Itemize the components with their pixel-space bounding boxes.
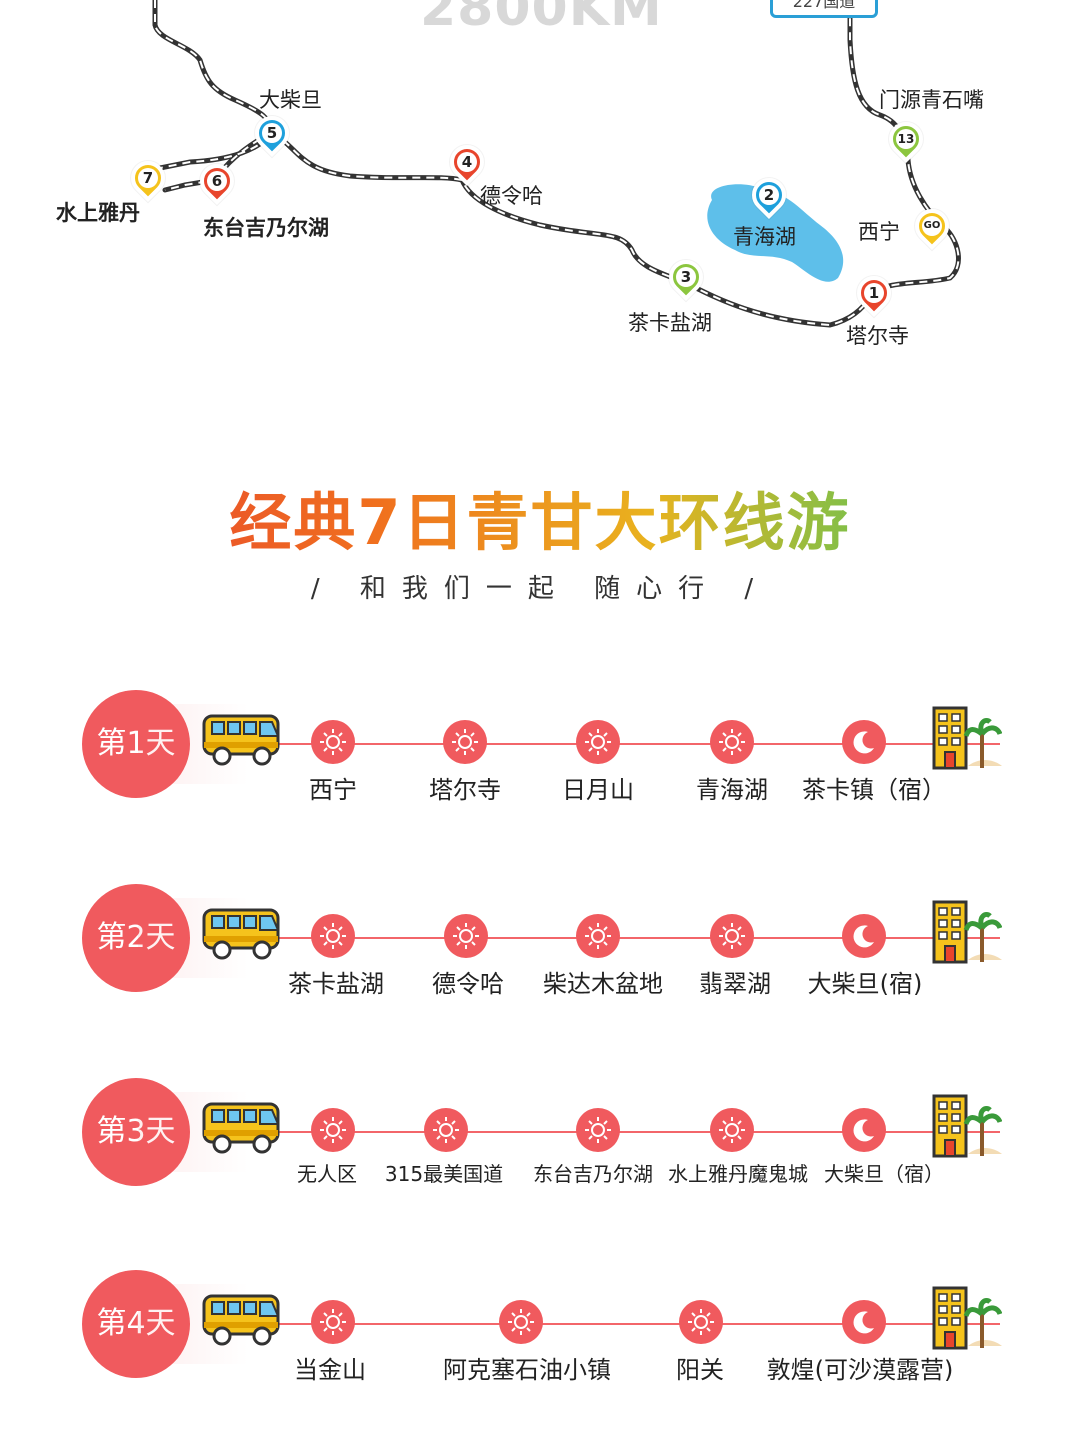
timeline-line [240, 937, 1000, 939]
place-dachaidan: 大柴旦 [259, 88, 322, 112]
stop-label: 大柴旦(宿) [807, 970, 923, 998]
road-badge-label: 227国道 [792, 0, 856, 11]
page-subtitle: / 和我们一起 随心行 / [310, 574, 770, 604]
page-title: 经典7日青甘大环线游 [0, 472, 1080, 562]
sun-icon [710, 720, 754, 764]
sun-icon [576, 720, 620, 764]
stop-label: 青海湖 [696, 776, 768, 804]
stop-label: 水上雅丹魔鬼城 [668, 1162, 808, 1186]
sun-icon [710, 1108, 754, 1152]
stop-label: 日月山 [562, 776, 634, 804]
sun-icon [311, 1300, 355, 1344]
hotel-icon [932, 706, 1002, 770]
bus-icon [202, 908, 280, 960]
stop-label: 西宁 [309, 776, 357, 804]
stop-label: 敦煌(可沙漠露营) [766, 1356, 954, 1384]
day-badge: 第2天 [82, 884, 248, 992]
day-row-1: 第1天 西宁 塔尔寺 日月山 青海湖 茶卡镇（宿） [0, 690, 1080, 830]
place-xining: 西宁 [858, 220, 900, 244]
stop-label: 阿克塞石油小镇 [443, 1356, 611, 1384]
qinghai-lake-shape [707, 184, 844, 282]
moon-icon [842, 914, 886, 958]
stop-label: 无人区 [297, 1162, 357, 1186]
place-taer: 塔尔寺 [846, 324, 909, 348]
day-row-2: 第2天 茶卡盐湖 德令哈 柴达木盆地 翡翠湖 大柴旦(宿) [0, 884, 1080, 1024]
hotel-icon [932, 1286, 1002, 1350]
day-badge: 第1天 [82, 690, 248, 798]
bus-icon [202, 1102, 280, 1154]
map-pin-3-label: 3 [676, 267, 696, 287]
bus-icon [202, 1294, 280, 1346]
map-pin-13-label: 13 [896, 129, 916, 149]
distance-label: 2800KM [420, 0, 663, 38]
sun-icon [576, 1108, 620, 1152]
day-row-4: 第4天 当金山 阿克塞石油小镇 阳关 敦煌(可沙漠露营) [0, 1270, 1080, 1410]
day-row-3: 第3天 无人区 315最美国道 东台吉乃尔湖水上雅丹魔鬼城大柴旦（宿） [0, 1078, 1080, 1218]
moon-icon [842, 1108, 886, 1152]
sun-icon [499, 1300, 543, 1344]
sun-icon [444, 914, 488, 958]
stop-label: 315最美国道 [384, 1162, 504, 1186]
bus-icon [202, 714, 280, 766]
map-pin-6-label: 6 [207, 171, 227, 191]
stop-label: 塔尔寺 [429, 776, 501, 804]
stop-label: 当金山 [294, 1356, 366, 1384]
place-menyuan: 门源青石嘴 [879, 88, 984, 112]
map-pin-2-label: 2 [759, 185, 779, 205]
sun-icon [443, 720, 487, 764]
timeline-line [240, 1131, 1000, 1133]
hotel-icon [932, 900, 1002, 964]
map-pin-go-label: GO [922, 216, 942, 236]
sun-icon [311, 1108, 355, 1152]
map-pin-4-label: 4 [457, 152, 477, 172]
map-pin-5-label: 5 [262, 123, 282, 143]
stop-label: 柴达木盆地 [543, 970, 663, 998]
hotel-icon [932, 1094, 1002, 1158]
place-qinghai-lake: 青海湖 [733, 225, 796, 249]
sun-icon [679, 1300, 723, 1344]
stop-label: 茶卡镇（宿） [802, 776, 946, 804]
sun-icon [710, 914, 754, 958]
road-badge: 227国道 [770, 0, 878, 18]
day-badge: 第3天 [82, 1078, 248, 1186]
day-badge: 第4天 [82, 1270, 248, 1378]
map-pin-7-label: 7 [138, 168, 158, 188]
place-chaka: 茶卡盐湖 [628, 311, 712, 335]
stop-label: 阳关 [676, 1356, 724, 1384]
sun-icon [311, 914, 355, 958]
timeline-line [240, 743, 1000, 745]
timeline-line [240, 1323, 1000, 1325]
place-dongtai: 东台吉乃尔湖 [203, 216, 329, 240]
sun-icon [311, 720, 355, 764]
moon-icon [842, 720, 886, 764]
stop-label: 东台吉乃尔湖 [533, 1162, 653, 1186]
route-map: 2800KM 227国道 大柴旦 水上雅丹 东台吉乃尔湖 德令哈 青海湖 茶卡盐… [0, 0, 1080, 380]
stop-label: 茶卡盐湖 [288, 970, 384, 998]
stop-label: 翡翠湖 [699, 970, 771, 998]
stop-label: 德令哈 [432, 970, 504, 998]
map-pin-1-label: 1 [864, 283, 884, 303]
stop-label: 大柴旦（宿） [824, 1162, 944, 1186]
place-delingha: 德令哈 [480, 184, 543, 208]
moon-icon [842, 1300, 886, 1344]
place-shuishang-yadan: 水上雅丹 [56, 201, 140, 225]
sun-icon [424, 1108, 468, 1152]
sun-icon [576, 914, 620, 958]
